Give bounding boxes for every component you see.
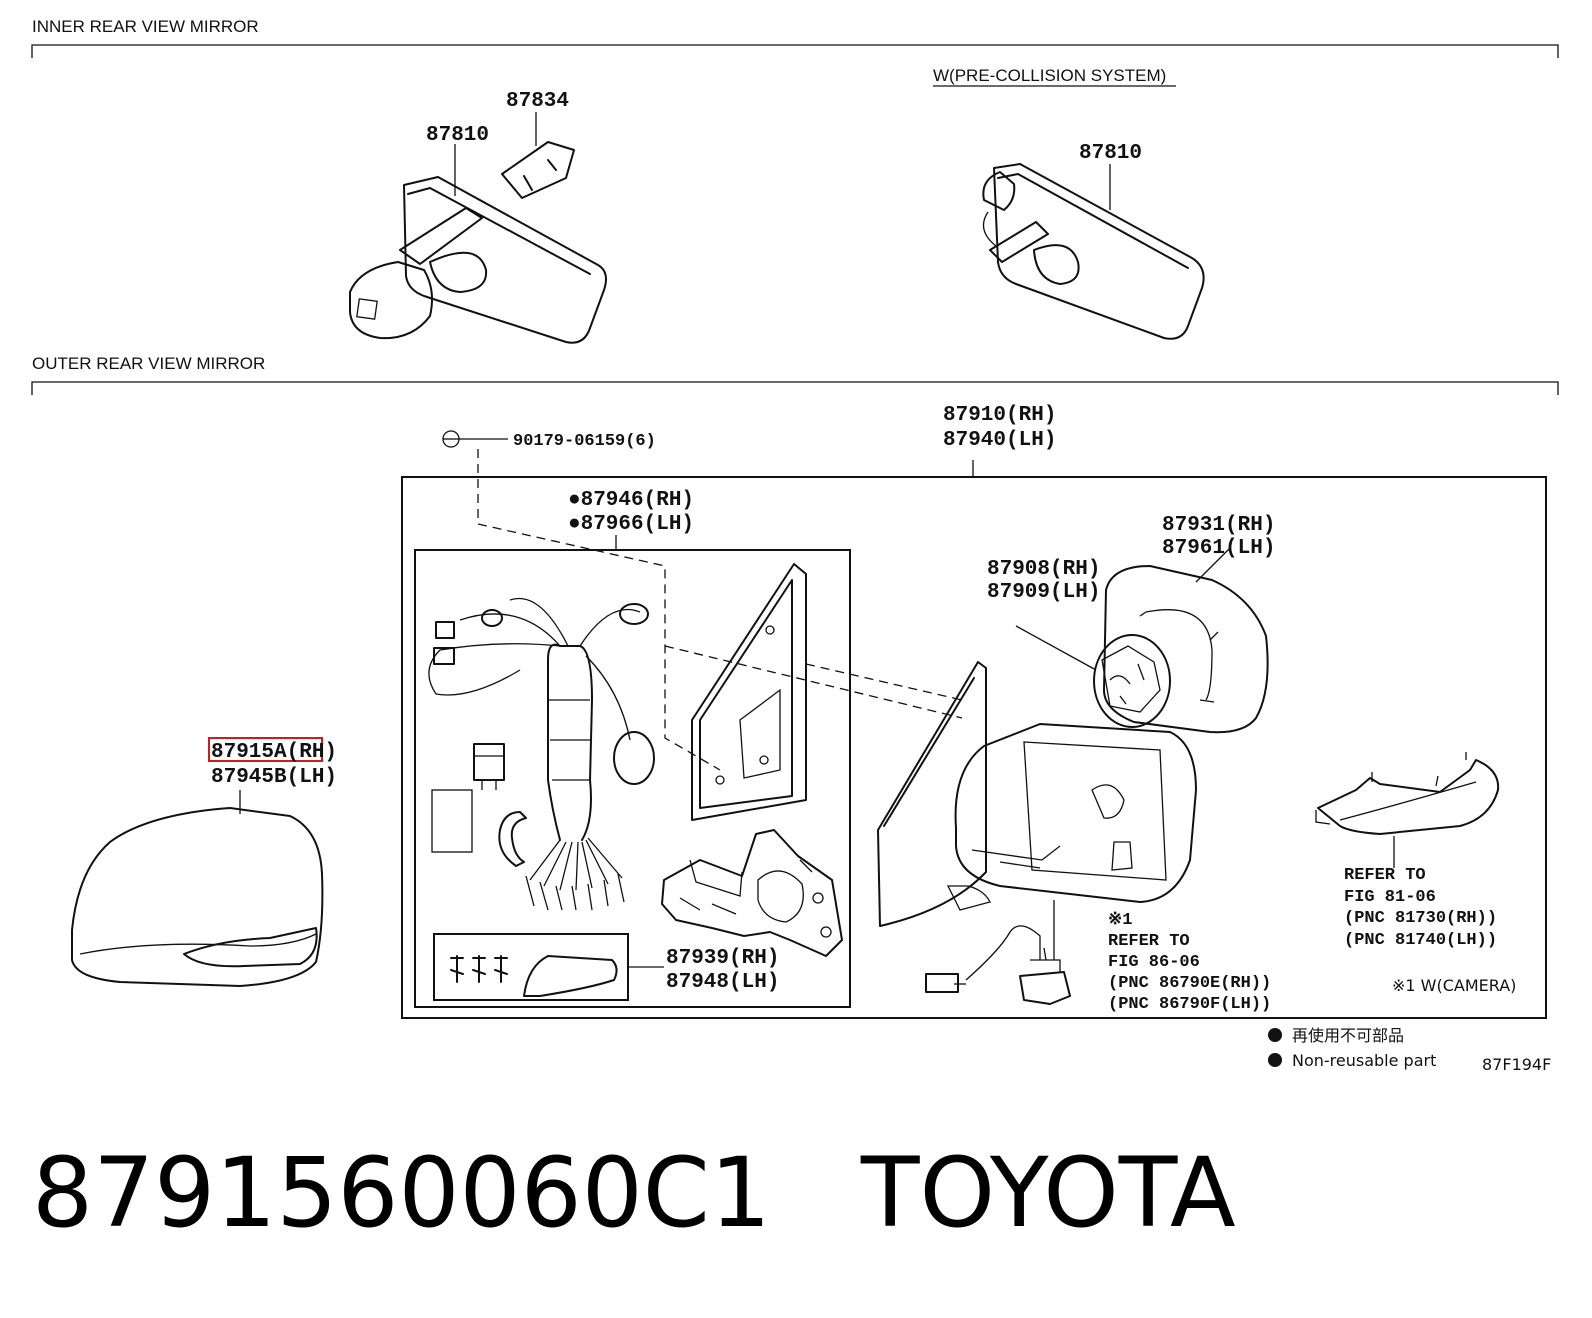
label-87966-lh: ●87966(LH) (568, 513, 694, 536)
label-87945b-lh: 87945B(LH) (211, 766, 337, 789)
section-inner-title: INNER REAR VIEW MIRROR (32, 17, 259, 36)
camera-note: ※1 W(CAMERA) (1392, 976, 1516, 995)
section-inner-bracket (31, 44, 1559, 58)
label-87908-rh: 87908(RH) (987, 558, 1100, 581)
leader-87931 (1195, 547, 1231, 583)
harness-sub-box (414, 549, 851, 1008)
camera-fig: FIG 86-06 (1108, 953, 1200, 972)
section-outer-bracket (31, 381, 1559, 395)
part-caption: 8791560060C1 TOYOTA (32, 1138, 1572, 1248)
label-87834: 87834 (506, 90, 569, 113)
inner-mirror-drawing (349, 176, 607, 344)
lamp-fig: FIG 81-06 (1344, 888, 1436, 907)
bracket-kit-box (433, 933, 629, 1001)
label-87939-rh: 87939(RH) (666, 947, 779, 970)
mirror-cover-drawing (71, 807, 324, 987)
mirror-glass-drawing (1103, 565, 1269, 734)
outer-mirror-assembly-box (401, 476, 1547, 1019)
label-87948-lh: 87948(LH) (666, 971, 779, 994)
mirror-housing-drawing (877, 661, 1197, 927)
label-87961-lh: 87961(LH) (1162, 537, 1275, 560)
legend-bullet-jp-icon (1268, 1028, 1282, 1042)
screw-dash-line (477, 449, 721, 771)
lamp-pnc-rh: (PNC 81730(RH)) (1344, 909, 1497, 928)
label-87810-standard: 87810 (426, 124, 489, 147)
label-87931-rh: 87931(RH) (1162, 514, 1275, 537)
camera-pnc-lh: (PNC 86790F(LH)) (1108, 995, 1271, 1014)
actuator-drawing (1093, 634, 1171, 728)
label-87810-pcs: 87810 (1079, 142, 1142, 165)
label-screw: 90179-06159(6) (513, 432, 656, 451)
legend-bullet-en-icon (1268, 1053, 1282, 1067)
camera-mark: ※1 (1108, 911, 1132, 930)
part-highlight-box (208, 737, 323, 762)
section-outer-title: OUTER REAR VIEW MIRROR (32, 354, 265, 373)
legend-en: Non-reusable part (1292, 1051, 1436, 1070)
camera-pnc-rh: (PNC 86790E(RH)) (1108, 974, 1271, 993)
mirror-base-bracket-drawing (691, 563, 807, 821)
camera-drawing (925, 925, 1071, 1005)
leader-87908 (1015, 625, 1097, 671)
turn-lamp-drawing (1315, 752, 1500, 835)
wire-harness-drawing (428, 597, 655, 911)
clip-87834-drawing (501, 141, 575, 199)
label-87940-lh: 87940(LH) (943, 429, 1056, 452)
lamp-refer: REFER TO (1344, 866, 1426, 885)
bracket-plate-icon (523, 955, 618, 997)
legend-jp: 再使用不可部品 (1292, 1026, 1404, 1045)
bracket-dash-line-2 (805, 663, 963, 701)
screw-icon (442, 430, 460, 448)
camera-refer: REFER TO (1108, 932, 1190, 951)
figure-code: 87F194F (1482, 1055, 1551, 1074)
brand-name: TOYOTA (860, 1137, 1236, 1249)
label-87910-rh: 87910(RH) (943, 404, 1056, 427)
label-87946-rh: ●87946(RH) (568, 489, 694, 512)
lamp-pnc-lh: (PNC 81740(LH)) (1344, 931, 1497, 950)
label-87915a-rh[interactable]: 87915A(RH) (211, 741, 337, 764)
retractor-motor-drawing (661, 829, 843, 957)
label-87909-lh: 87909(LH) (987, 581, 1100, 604)
pcs-title: W(PRE-COLLISION SYSTEM) (933, 66, 1166, 85)
bolts-icon (450, 955, 508, 983)
part-number: 8791560060C1 (32, 1137, 771, 1249)
inner-mirror-pcs-drawing (982, 163, 1205, 340)
bracket-dash-line-1 (664, 645, 963, 719)
